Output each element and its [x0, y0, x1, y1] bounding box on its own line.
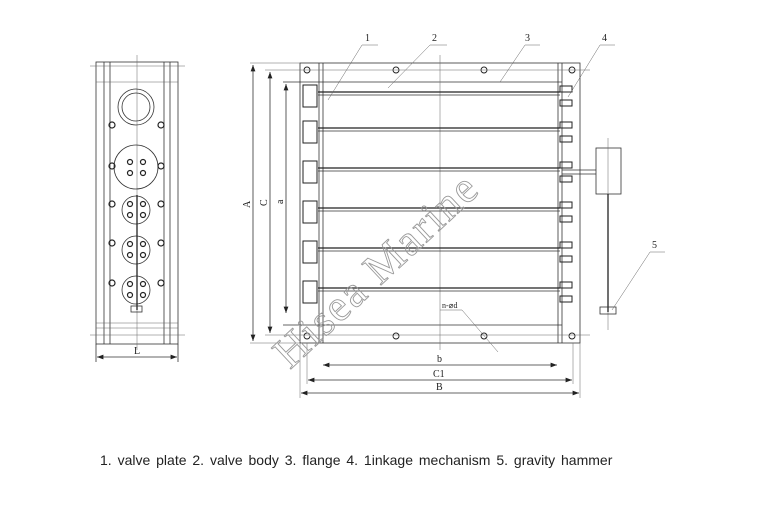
callout-5: 5 — [652, 240, 657, 251]
front-view: 1 2 3 4 5 A C a b C1 B n-⌀d — [242, 33, 665, 398]
watermark: Hisea Marine — [263, 163, 488, 378]
callout-2: 2 — [432, 33, 437, 44]
valve-plates — [318, 91, 560, 292]
dim-a: a — [275, 199, 286, 204]
dim-C: C — [259, 199, 270, 206]
bearing-blocks-left — [302, 84, 318, 304]
dim-L: L — [134, 346, 140, 357]
dimensions: A C a b C1 B n-⌀d — [242, 62, 581, 398]
callout-3: 3 — [525, 33, 530, 44]
gravity-hammer — [562, 138, 622, 330]
bolt-circles — [108, 121, 165, 299]
callouts: 1 2 3 4 5 — [327, 33, 665, 311]
dim-C1: C1 — [433, 369, 445, 380]
dim-B: B — [436, 382, 443, 393]
callout-4: 4 — [602, 33, 607, 44]
legend-caption: 1. valve plate 2. valve body 3. flange 4… — [100, 452, 613, 468]
linkage-mechanism — [559, 85, 573, 303]
dim-A: A — [242, 200, 253, 208]
dim-holes: n-⌀d — [442, 301, 457, 310]
side-view: L — [90, 55, 185, 362]
callout-1: 1 — [365, 33, 370, 44]
flange-holes — [303, 66, 576, 340]
dim-b: b — [437, 354, 442, 365]
